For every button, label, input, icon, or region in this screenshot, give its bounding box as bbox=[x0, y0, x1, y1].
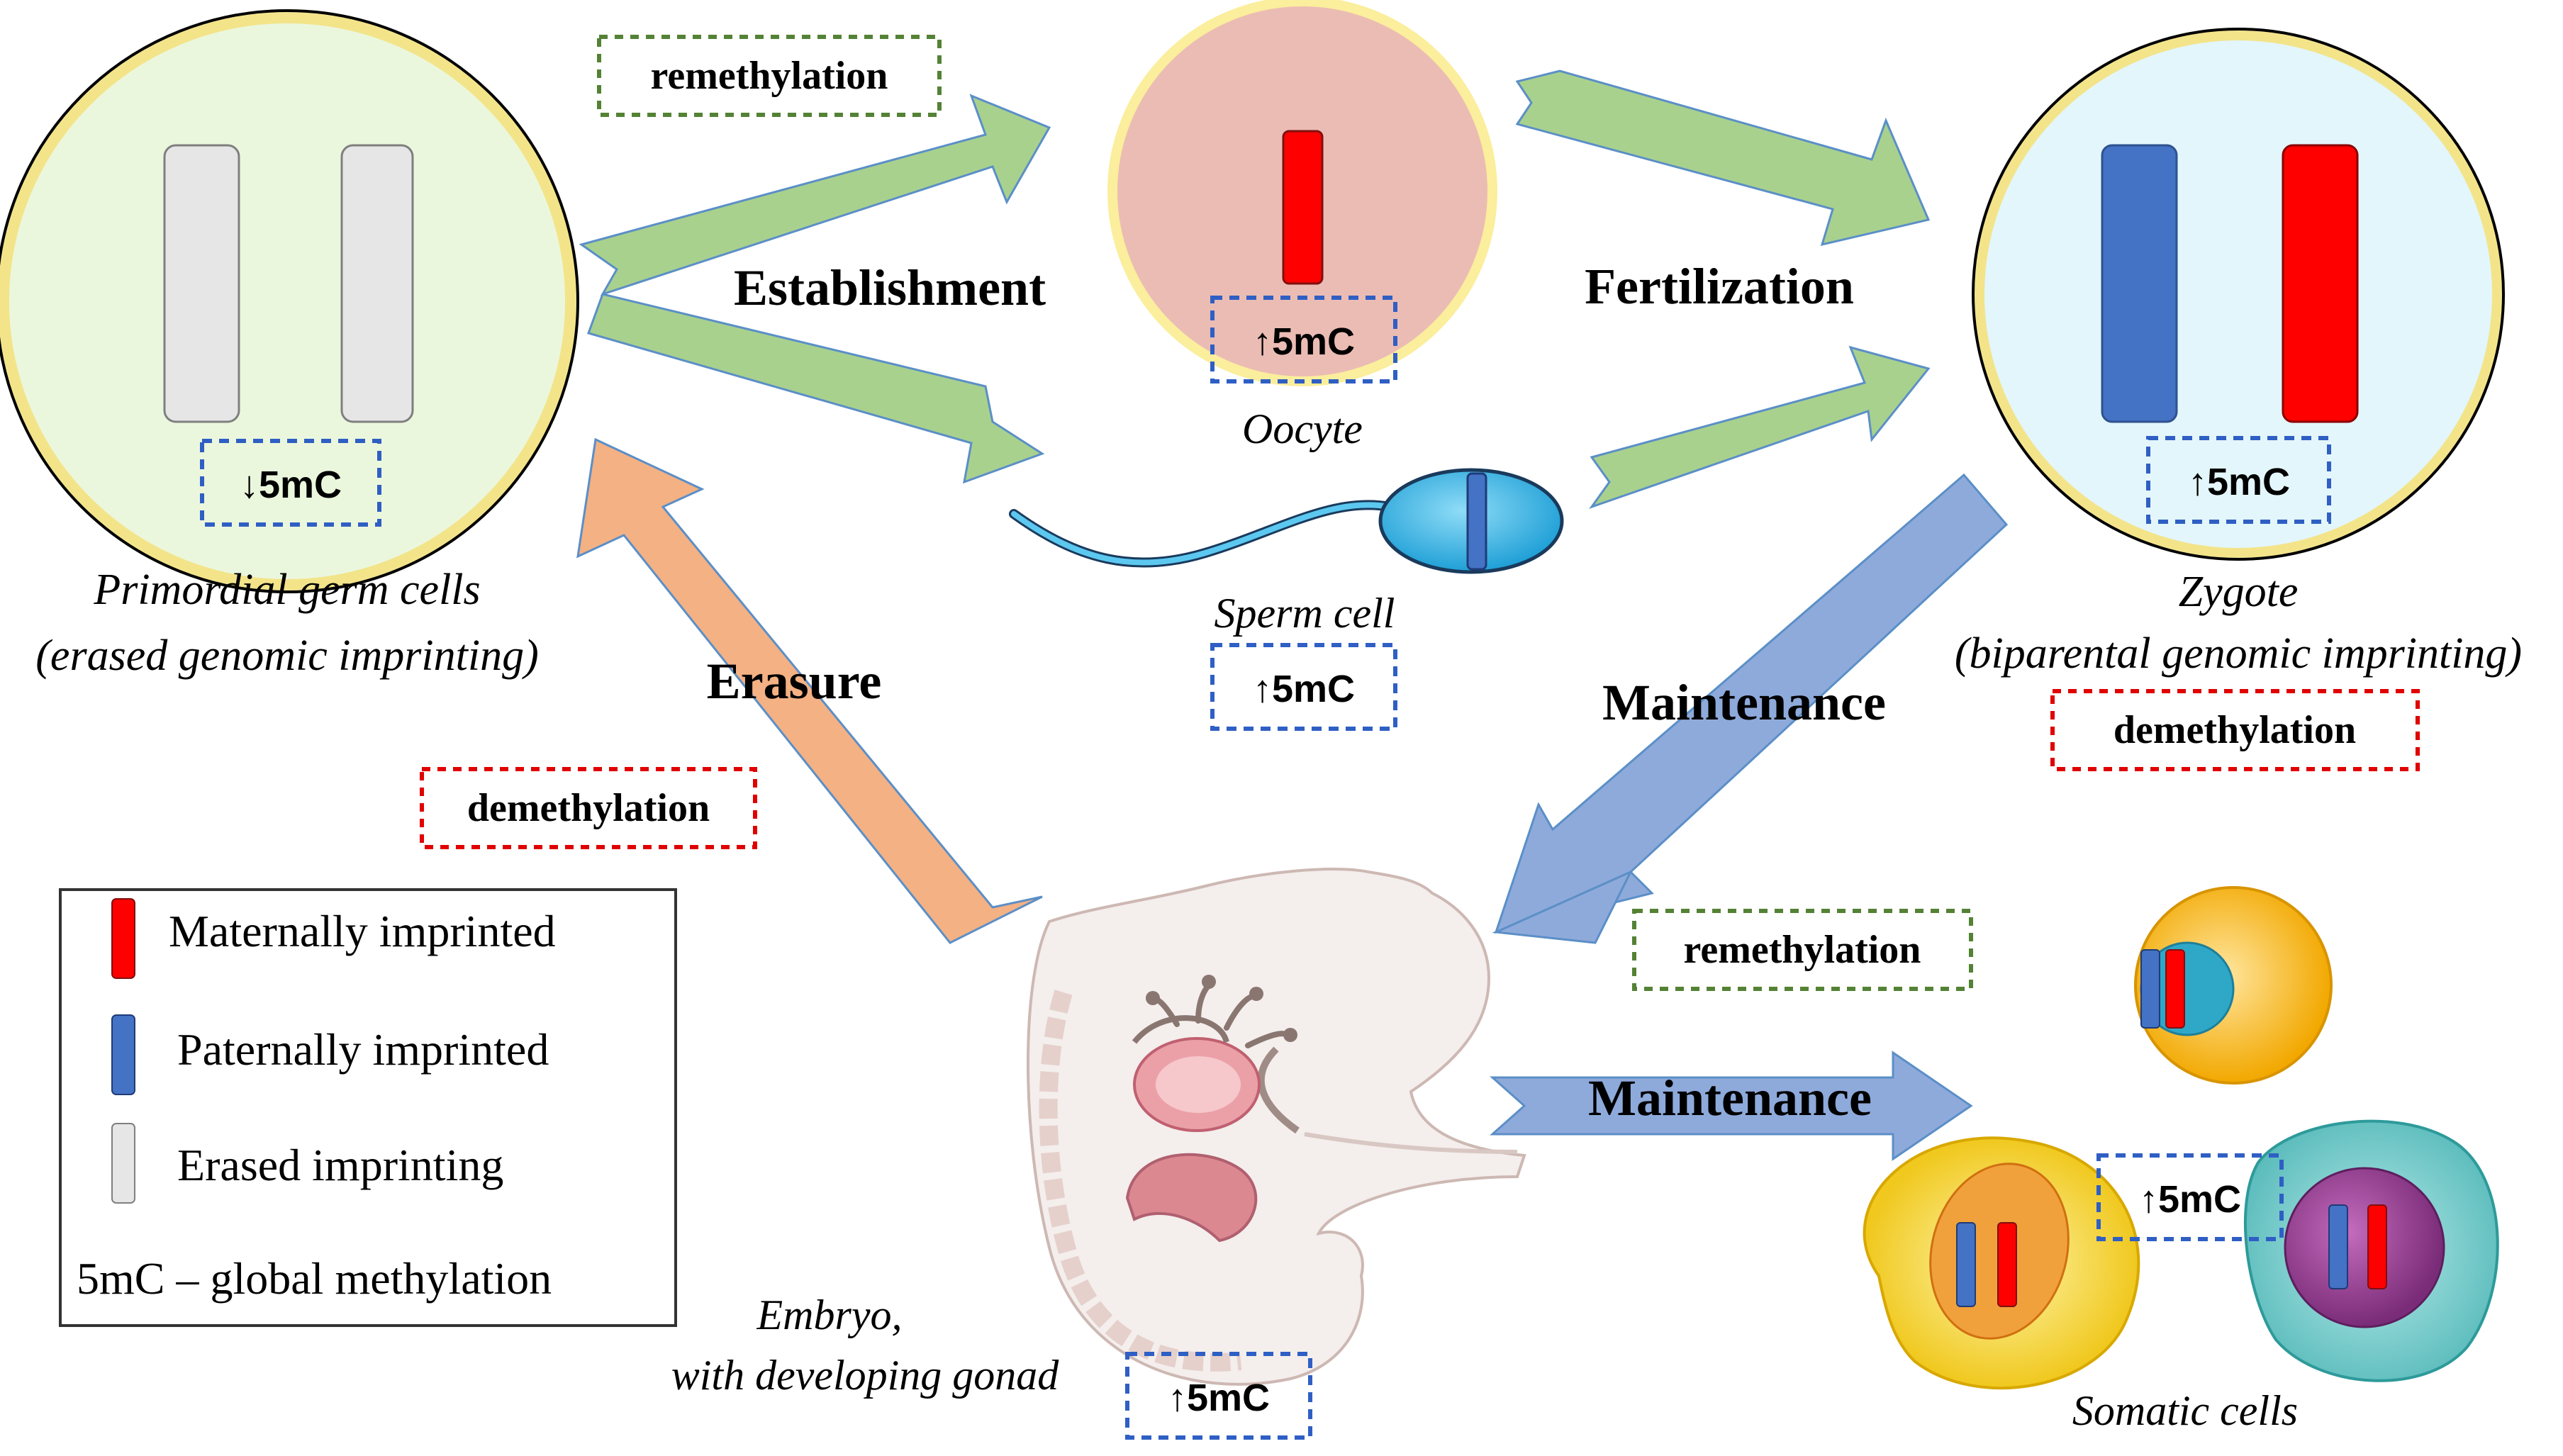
sperm-methylation-box bbox=[1210, 643, 1397, 731]
somatic-methylation-label: ↑5mC bbox=[2139, 1178, 2241, 1221]
demethylation-left-box bbox=[420, 767, 757, 849]
pgc-chromosome-erased-1 bbox=[163, 144, 240, 423]
fertilization-label: Fertilization bbox=[1585, 258, 1854, 315]
somatic-cell-teal bbox=[2243, 1119, 2499, 1382]
oocyte-methylation-box bbox=[1210, 296, 1397, 383]
establishment-label: Establishment bbox=[734, 259, 1046, 316]
establishment-arrow-to-oocyte bbox=[579, 94, 1051, 296]
maintenance-arrow-diagonal-tail bbox=[1492, 869, 1634, 944]
zygote-methylation-label: ↑5mC bbox=[2188, 461, 2290, 503]
pgc-methylation-label: ↓5mC bbox=[240, 464, 342, 506]
oocyte-methylation-label: ↑5mC bbox=[1253, 320, 1355, 363]
establishment-arrow-to-sperm bbox=[587, 293, 1045, 484]
maintenance-horizontal-label: Maintenance bbox=[1588, 1070, 1872, 1126]
embryo-label-line2: with developing gonad bbox=[671, 1352, 1060, 1399]
demethylation-zygote-box bbox=[2050, 689, 2420, 771]
oocyte-chromosome-maternal bbox=[1282, 130, 1324, 285]
legend-swatch-erased bbox=[111, 1123, 135, 1204]
sperm-cell bbox=[1009, 468, 1564, 574]
primordial-germ-cell bbox=[0, 12, 576, 590]
erasure-arrow bbox=[576, 437, 1043, 944]
pgc-methylation-box bbox=[200, 439, 381, 527]
embryo-methylation-label: ↑5mC bbox=[1168, 1377, 1270, 1419]
fertilization-arrow-from-sperm bbox=[1589, 345, 1931, 509]
somatic-methylation-box bbox=[2096, 1153, 2284, 1241]
maintenance-arrow-horizontal bbox=[1490, 1051, 1973, 1161]
zygote-chromosome-paternal bbox=[2101, 144, 2178, 423]
embryo-label-line1: Embryo, bbox=[756, 1292, 903, 1338]
maintenance-diagonal-label: Maintenance bbox=[1602, 674, 1886, 731]
fertilization-arrow-from-oocyte bbox=[1515, 69, 1931, 247]
remethylation-mid-box bbox=[1632, 909, 1973, 991]
legend-box bbox=[59, 888, 677, 1327]
pgc-label-line1: Primordial germ cells bbox=[93, 566, 480, 614]
zygote-chromosome-maternal bbox=[2282, 144, 2359, 423]
embryo-methylation-box bbox=[1125, 1352, 1312, 1440]
zygote-label-line2: (biparental genomic imprinting) bbox=[1955, 629, 2522, 678]
pgc-chromosome-erased-2 bbox=[340, 144, 414, 423]
legend-swatch-maternal bbox=[111, 898, 135, 979]
remethylation-mid-label: remethylation bbox=[1684, 928, 1921, 972]
sperm-chromosome-paternal bbox=[1466, 472, 1487, 571]
zygote-label-line1: Zygote bbox=[2179, 568, 2299, 616]
pgc-label-line2: (erased genomic imprinting) bbox=[35, 632, 538, 680]
legend-label-erased: Erased imprinting bbox=[177, 1140, 503, 1190]
legend-note: 5mC – global methylation bbox=[77, 1253, 552, 1304]
zygote-methylation-box bbox=[2146, 436, 2331, 524]
embryo-illustration bbox=[1027, 868, 1526, 1386]
legend-swatch-paternal bbox=[111, 1014, 135, 1095]
somatic-cell-yellow bbox=[1863, 1136, 2140, 1390]
sperm-methylation-label: ↑5mC bbox=[1253, 668, 1355, 710]
demethylation-zygote-label: demethylation bbox=[2114, 708, 2356, 752]
somatic-cell-orange bbox=[2134, 886, 2333, 1085]
remethylation-top-label: remethylation bbox=[651, 54, 888, 98]
somatic-cells-label: Somatic cells bbox=[2072, 1387, 2298, 1434]
sperm-label: Sperm cell bbox=[1215, 590, 1395, 637]
erasure-label: Erasure bbox=[707, 653, 882, 710]
legend-label-paternal: Paternally imprinted bbox=[177, 1024, 549, 1075]
demethylation-left-label: demethylation bbox=[467, 786, 710, 830]
remethylation-top-box bbox=[597, 35, 942, 117]
legend-label-maternal: Maternally imprinted bbox=[169, 906, 556, 956]
oocyte-label: Oocyte bbox=[1242, 405, 1363, 452]
